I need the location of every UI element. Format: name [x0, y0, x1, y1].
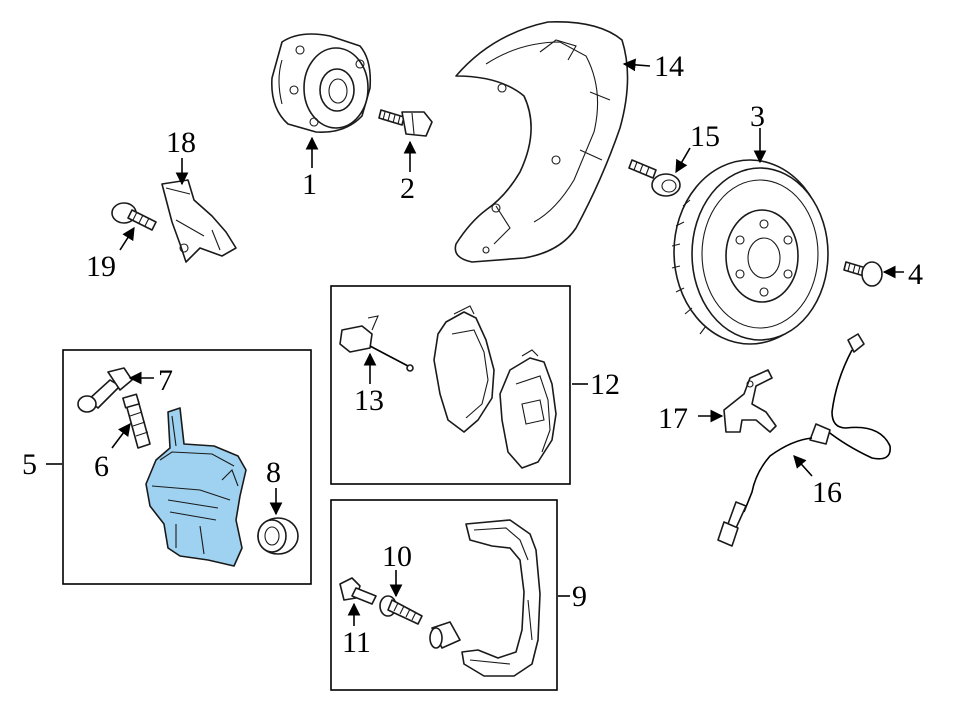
callout-1: 1 [302, 168, 317, 201]
brake-hose-part[interactable] [717, 333, 891, 547]
callout-11: 11 [342, 626, 371, 659]
callout-3: 3 [750, 100, 765, 133]
callout-10: 10 [382, 540, 412, 573]
brake-rotor-part[interactable] [671, 159, 829, 345]
callout-4: 4 [908, 258, 923, 291]
callout-14: 14 [654, 50, 684, 83]
hub-bolt-part[interactable] [378, 109, 433, 137]
callout-2: 2 [400, 172, 415, 205]
leader-19 [119, 226, 135, 251]
brake-pad-outer-part[interactable] [433, 305, 495, 433]
callout-13: 13 [354, 384, 384, 417]
callout-5: 5 [22, 448, 37, 481]
callout-9: 9 [572, 580, 587, 613]
guide-bushing-part[interactable] [429, 621, 461, 649]
rotor-screw-part[interactable] [843, 261, 883, 287]
caliper-bolt-part[interactable] [339, 577, 377, 605]
brake-caliper-part[interactable] [145, 407, 247, 567]
bracket-bolt-part[interactable] [379, 595, 423, 625]
caliper-group-box [62, 349, 312, 585]
guide-bolt-part[interactable] [122, 393, 151, 449]
shield-bolt-part[interactable] [628, 159, 681, 197]
brake-pad-inner-part[interactable] [499, 349, 557, 469]
callout-19: 19 [86, 250, 116, 283]
callout-18: 18 [166, 126, 196, 159]
hose-bracket-part[interactable] [723, 369, 777, 433]
leader-6 [111, 422, 131, 449]
leader-16 [793, 455, 813, 477]
caliper-bracket-part[interactable] [461, 519, 541, 677]
bracket-group-box [330, 499, 558, 691]
sensor-bolt-part[interactable] [111, 202, 157, 231]
leader-14 [622, 58, 651, 72]
callout-15: 15 [690, 120, 720, 153]
callout-8: 8 [266, 456, 281, 489]
callout-12: 12 [590, 368, 620, 401]
splash-shield-part[interactable] [454, 21, 629, 263]
bleeder-screw-part[interactable] [77, 367, 133, 413]
callout-16: 16 [812, 476, 842, 509]
callout-17: 17 [658, 402, 688, 435]
pad-group-box [330, 285, 571, 485]
callout-7: 7 [158, 364, 173, 397]
piston-seal-part[interactable] [257, 517, 299, 555]
pad-sensor-part[interactable] [339, 315, 414, 372]
wheel-hub-part[interactable] [271, 33, 372, 133]
wear-sensor-part[interactable] [161, 179, 237, 263]
leader-15 [675, 147, 691, 174]
callout-6: 6 [94, 450, 109, 483]
